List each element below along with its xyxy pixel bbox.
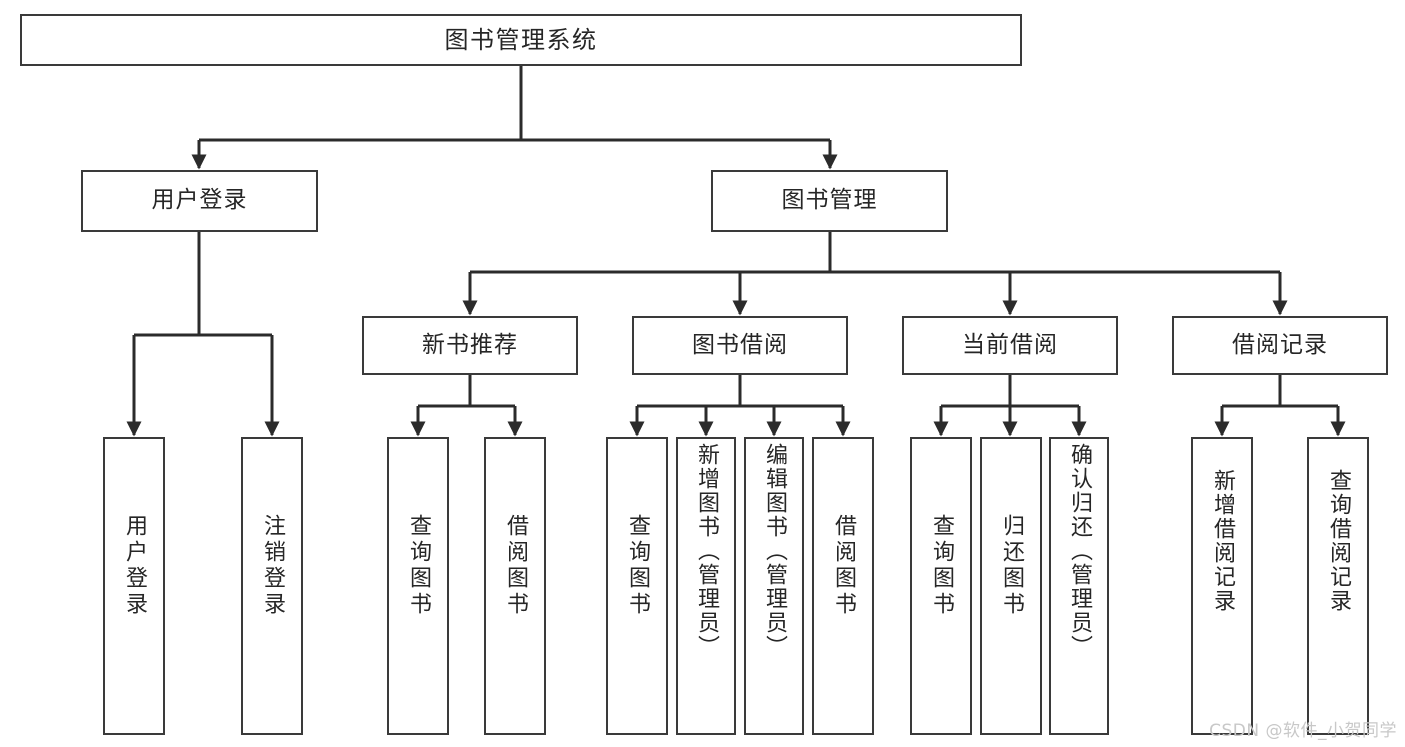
node-user-login[interactable]: 用户登录 — [81, 170, 318, 232]
node-user-login-leaf[interactable]: 用户登录 — [103, 437, 165, 735]
node-query-book-3[interactable]: 查询图书 — [910, 437, 972, 735]
node-borrow-book-2-label: 借阅图书 — [831, 514, 856, 618]
node-return-book-label: 归还图书 — [999, 514, 1024, 618]
node-current-borrow[interactable]: 当前借阅 — [902, 316, 1118, 375]
watermark: CSDN @软件_小贺同学 — [1209, 721, 1397, 741]
node-query-book-1[interactable]: 查询图书 — [387, 437, 449, 735]
node-borrow-book-1[interactable]: 借阅图书 — [484, 437, 546, 735]
node-borrow-book-2[interactable]: 借阅图书 — [812, 437, 874, 735]
node-logout-leaf-label: 注销登录 — [260, 514, 285, 618]
node-add-borrow-record-label: 新增借阅记录 — [1210, 469, 1235, 613]
node-new-book-recommend[interactable]: 新书推荐 — [362, 316, 578, 375]
node-root[interactable]: 图书管理系统 — [20, 14, 1022, 66]
node-user-login-leaf-label: 用户登录 — [122, 514, 147, 618]
node-borrow-book-1-label: 借阅图书 — [503, 514, 528, 618]
node-add-book-admin[interactable]: 新增图书（管理员） — [676, 437, 736, 735]
node-query-borrow-record-label: 查询借阅记录 — [1326, 469, 1351, 613]
node-book-borrow[interactable]: 图书借阅 — [632, 316, 848, 375]
node-user-login-label: 用户登录 — [151, 187, 248, 214]
node-book-management-label: 图书管理 — [781, 187, 878, 214]
node-query-book-2-label: 查询图书 — [625, 514, 650, 618]
node-confirm-return-admin-label: 确认归还（管理员） — [1067, 443, 1092, 659]
node-root-label: 图书管理系统 — [444, 25, 598, 54]
node-logout-leaf[interactable]: 注销登录 — [241, 437, 303, 735]
node-add-borrow-record[interactable]: 新增借阅记录 — [1191, 437, 1253, 735]
node-book-management[interactable]: 图书管理 — [711, 170, 948, 232]
node-edit-book-admin[interactable]: 编辑图书（管理员） — [744, 437, 804, 735]
node-book-borrow-label: 图书借阅 — [692, 331, 788, 358]
node-new-book-recommend-label: 新书推荐 — [422, 331, 518, 358]
node-query-book-1-label: 查询图书 — [406, 514, 431, 618]
node-query-borrow-record[interactable]: 查询借阅记录 — [1307, 437, 1369, 735]
node-edit-book-admin-label: 编辑图书（管理员） — [762, 443, 787, 659]
node-query-book-3-label: 查询图书 — [929, 514, 954, 618]
node-borrow-record[interactable]: 借阅记录 — [1172, 316, 1388, 375]
node-query-book-2[interactable]: 查询图书 — [606, 437, 668, 735]
node-return-book[interactable]: 归还图书 — [980, 437, 1042, 735]
node-confirm-return-admin[interactable]: 确认归还（管理员） — [1049, 437, 1109, 735]
node-borrow-record-label: 借阅记录 — [1232, 331, 1328, 358]
node-add-book-admin-label: 新增图书（管理员） — [694, 443, 719, 659]
node-current-borrow-label: 当前借阅 — [962, 331, 1058, 358]
